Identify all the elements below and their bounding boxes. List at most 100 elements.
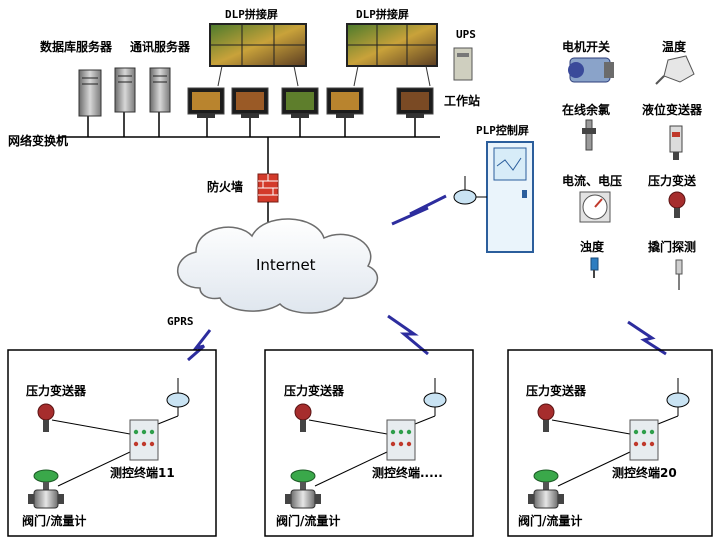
sensor-label-chlorine: 在线余氯: [562, 103, 611, 117]
terminal-2-valve-label: 阀门/流量计: [276, 514, 341, 528]
plp-control-cabinet-icon: [486, 141, 534, 253]
terminal-1-cabinet-icon: [129, 419, 159, 461]
terminal-1-flange-right: [58, 494, 64, 504]
terminal-3-led-6: [649, 441, 655, 447]
terminal-3-led-3: [649, 429, 655, 435]
terminal-3-pressure-wire: [551, 419, 631, 435]
terminal-2-pressure-stem: [300, 420, 306, 432]
terminal-3-led-4: [633, 441, 639, 447]
terminal-graphics: [28, 378, 690, 509]
sensor-label-temperature: 温度: [662, 40, 687, 54]
terminal-2-led-5: [398, 441, 404, 447]
terminal-1-valve-stem: [43, 482, 49, 490]
terminal-1-pressure-stem: [43, 420, 49, 432]
wireless-link-terminal-2: [387, 314, 429, 356]
terminal-2-led-3: [406, 429, 412, 435]
terminal-2-pressure-label: 压力变送器: [284, 384, 345, 398]
terminal-2-label: 测控终端.....: [372, 466, 443, 480]
terminal-station-3: [528, 378, 690, 509]
sensor-label-pressure: 压力变送: [648, 174, 697, 188]
monitor-icon-5: [396, 87, 434, 118]
terminal-2-antenna-icon: [423, 392, 447, 408]
ups-label: UPS: [456, 28, 476, 41]
terminal-1-pressure-label: 压力变送器: [26, 384, 87, 398]
dlp-screen-left-icon: [209, 23, 307, 87]
workstation-label: 工作站: [444, 94, 481, 108]
comm-server-label: 通讯服务器: [130, 40, 191, 54]
terminal-1-antenna-link: [157, 415, 179, 425]
ups-icon: [453, 47, 473, 81]
firewall-label: 防火墙: [207, 180, 244, 194]
terminal-station-1: [28, 378, 190, 509]
db-server-label: 数据库服务器: [40, 40, 113, 54]
level-transmitter-icon: [669, 125, 683, 160]
terminal-1-led-2: [141, 429, 147, 435]
terminal-2-valve-wire: [314, 451, 388, 487]
database-server-icon: [78, 69, 102, 117]
terminal-1-led-5: [141, 441, 147, 447]
internet-label: Internet: [256, 256, 316, 274]
terminal-1-flange-left: [28, 494, 34, 504]
sensor-label-door: 撬门探测: [648, 240, 697, 254]
sensor-label-turbidity: 浊度: [580, 240, 605, 254]
terminal-1-valve-wire: [57, 451, 131, 487]
terminal-3-label: 测控终端20: [612, 466, 677, 480]
current-voltage-meter-icon: [579, 191, 611, 223]
comm-server-icon-a: [114, 67, 136, 113]
terminal-1-pressure-transmitter-icon: [37, 403, 55, 421]
terminal-3-antenna-link: [657, 415, 679, 425]
terminal-2-cabinet-icon: [386, 419, 416, 461]
terminal-2-flange-right: [315, 494, 321, 504]
plp-antenna-icon: [453, 176, 487, 205]
monitor-icon-1: [187, 87, 225, 118]
terminal-group-boxes: [7, 349, 713, 537]
terminal-2-led-2: [398, 429, 404, 435]
pressure-transmitter-icon: [668, 191, 686, 218]
terminal-3-valve-wire: [557, 451, 631, 487]
terminal-1-flowmeter-body-icon: [33, 489, 59, 509]
terminal-2-valve-actuator-icon: [290, 469, 316, 483]
terminal-3-led-2: [641, 429, 647, 435]
terminal-1-led-4: [133, 441, 139, 447]
terminal-3-valve-actuator-icon: [533, 469, 559, 483]
door-detector-icon: [675, 259, 683, 290]
internet-cloud-icon: [177, 218, 379, 314]
terminal-3-flange-left: [528, 494, 534, 504]
terminal-1-label: 测控终端11: [110, 466, 175, 480]
terminal-1-led-1: [133, 429, 139, 435]
network-switch-bus: [58, 112, 440, 180]
comm-server-icon-b: [149, 67, 171, 113]
monitor-icon-4: [326, 87, 364, 118]
gprs-label: GPRS: [167, 315, 194, 328]
wireless-link-terminal-3: [627, 320, 667, 356]
terminal-2-pressure-transmitter-icon: [294, 403, 312, 421]
terminal-3-pressure-stem: [543, 420, 549, 432]
motor-switch-icon: [568, 57, 614, 83]
terminal-2-pressure-wire: [308, 419, 388, 435]
chlorine-sensor-icon: [582, 119, 596, 151]
temperature-sensor-icon: [655, 55, 695, 85]
dlp-right-label: DLP拼接屏: [356, 8, 409, 21]
terminal-3-pressure-transmitter-icon: [537, 403, 555, 421]
terminal-2-led-1: [390, 429, 396, 435]
terminal-1-valve-label: 阀门/流量计: [22, 514, 87, 528]
terminal-3-valve-label: 阀门/流量计: [518, 514, 583, 528]
terminal-1-led-3: [149, 429, 155, 435]
wireless-link-terminal-1: [187, 329, 212, 362]
terminal-3-pressure-label: 压力变送器: [526, 384, 587, 398]
terminal-1-led-6: [149, 441, 155, 447]
terminal-3-flange-right: [558, 494, 564, 504]
terminal-3-cabinet-icon: [629, 419, 659, 461]
sensor-label-motor-switch: 电机开关: [562, 40, 611, 54]
terminal-3-flowmeter-body-icon: [533, 489, 559, 509]
terminal-3-antenna-icon: [666, 392, 690, 408]
dlp-screen-right-icon: [346, 23, 438, 87]
terminal-1-pressure-wire: [51, 419, 131, 435]
wireless-link-plp: [391, 194, 447, 226]
terminal-1-valve-actuator-icon: [33, 469, 59, 483]
terminal-2-led-4: [390, 441, 396, 447]
terminal-2-valve-stem: [300, 482, 306, 490]
terminal-2-antenna-link: [414, 415, 436, 425]
sensor-label-level: 液位变送器: [642, 103, 703, 117]
